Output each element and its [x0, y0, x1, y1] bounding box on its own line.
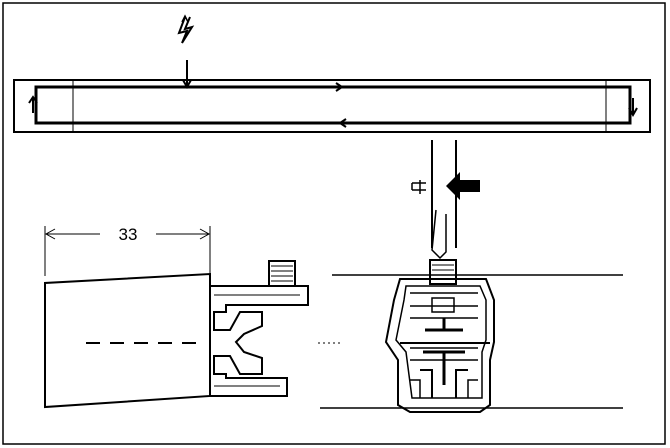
- power-feed: [177, 14, 195, 90]
- collector-side-view: [44, 260, 309, 409]
- screw-head: [268, 260, 296, 287]
- rail-cross-section: [318, 259, 623, 413]
- left-arrow-bottom-icon: [338, 118, 347, 128]
- rail-inner-loop: [34, 85, 632, 125]
- screwdriver-tip: [431, 209, 447, 260]
- dimension-33: [44, 226, 211, 276]
- rail-profile-side: [210, 285, 309, 397]
- lightning-bolt-icon: [177, 16, 195, 44]
- screwdriver-detail: [411, 180, 426, 194]
- dimension-label: 33: [119, 225, 138, 244]
- right-arrow-top-icon: [335, 82, 344, 92]
- feed-arrow-icon: [182, 79, 192, 90]
- rail-outer-outline: [13, 79, 651, 133]
- profile-outline: [384, 278, 495, 413]
- screwdriver: [411, 140, 457, 260]
- outer-frame: [2, 2, 666, 445]
- collector-body: [44, 272, 211, 409]
- down-arrow-right-icon: [628, 98, 638, 118]
- lightning-arrowhead-icon: [181, 14, 189, 23]
- loop-rail-plan: [13, 79, 651, 133]
- up-arrow-left-icon: [28, 95, 38, 113]
- bold-arrow-left-icon: [446, 172, 480, 200]
